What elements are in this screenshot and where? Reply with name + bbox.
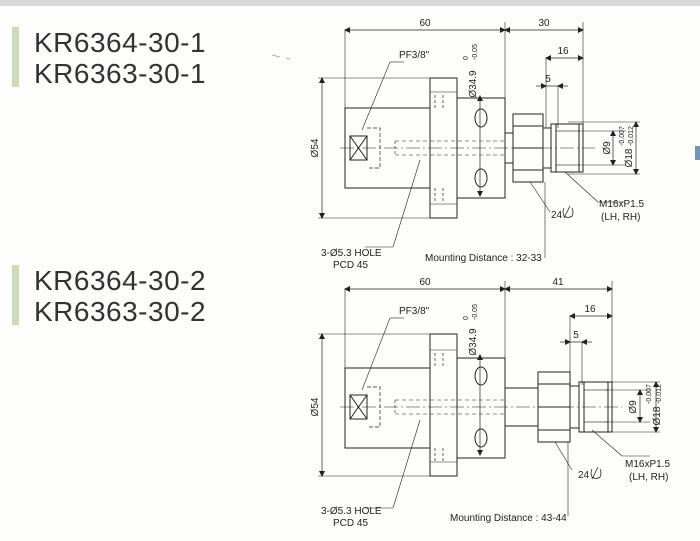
hole-label: 3-Ø5.3 HOLE xyxy=(321,506,382,517)
tol18-upper: -0.007 xyxy=(619,126,626,146)
dia-34-9: Ø34.9 xyxy=(468,328,479,356)
tol18-upper: -0.007 xyxy=(646,384,653,404)
model-line: KR6364-30-2 xyxy=(34,265,207,296)
dia-9: Ø9 xyxy=(628,400,639,414)
model-title-1: KR6364-30-1 KR6363-30-1 xyxy=(34,27,206,89)
section-accent-bar xyxy=(12,27,19,87)
wrench-icon xyxy=(562,205,574,219)
tol-lower: -0.05 xyxy=(472,44,479,60)
dim-16: 16 xyxy=(557,46,569,57)
tol-upper: 0 xyxy=(463,56,470,60)
page-edge-tab xyxy=(695,146,700,160)
model-title-2: KR6364-30-2 KR6363-30-2 xyxy=(34,265,206,327)
hex-size: 24 xyxy=(578,470,590,481)
tol-upper: 0 xyxy=(463,316,470,320)
dim-41: 41 xyxy=(552,277,564,288)
dim-16: 16 xyxy=(584,304,596,315)
thread-dir: (LH, RH) xyxy=(601,212,640,223)
dim-5: 5 xyxy=(573,330,579,341)
thread-label: M16xP1.5 xyxy=(625,459,670,470)
tol-lower: -0.05 xyxy=(472,304,479,320)
dim-30: 30 xyxy=(538,18,550,29)
hex-size: 24 xyxy=(551,210,563,221)
dim-60: 60 xyxy=(419,277,431,288)
thread-dir: (LH, RH) xyxy=(629,472,668,483)
model-line: KR6363-30-2 xyxy=(34,296,207,327)
dim-5: 5 xyxy=(545,74,551,85)
dim-60: 60 xyxy=(419,18,431,29)
model-line: KR6364-30-1 xyxy=(34,27,207,58)
mounting-distance: Mounting Distance : 43-44 xyxy=(450,513,567,524)
dia-18: Ø18 xyxy=(652,406,663,425)
pcd-label: PCD 45 xyxy=(333,518,368,529)
section-accent-bar xyxy=(12,265,19,325)
thread-label: M16xP1.5 xyxy=(599,199,644,210)
pf-label: PF3/8" xyxy=(399,50,430,61)
pf-label: PF3/8" xyxy=(399,306,430,317)
dia-54: Ø54 xyxy=(310,397,321,416)
hole-label: 3-Ø5.3 HOLE xyxy=(321,248,382,259)
top-border-strip xyxy=(0,0,700,6)
dia-54: Ø54 xyxy=(310,138,321,157)
mounting-distance: Mounting Distance : 32-33 xyxy=(425,253,542,264)
tol18-lower: -0.012 xyxy=(656,384,663,404)
dia-18: Ø18 xyxy=(624,148,635,167)
drawing-2 xyxy=(318,281,660,516)
wrench-icon xyxy=(590,466,602,480)
model-line: KR6363-30-1 xyxy=(34,58,207,89)
dia-9: Ø9 xyxy=(602,141,613,155)
tol18-lower: -0.012 xyxy=(628,126,635,146)
pencil-mark xyxy=(271,54,291,60)
dia-34-9: Ø34.9 xyxy=(468,70,479,98)
drawing-1 xyxy=(271,22,640,258)
pcd-label: PCD 45 xyxy=(333,260,368,271)
